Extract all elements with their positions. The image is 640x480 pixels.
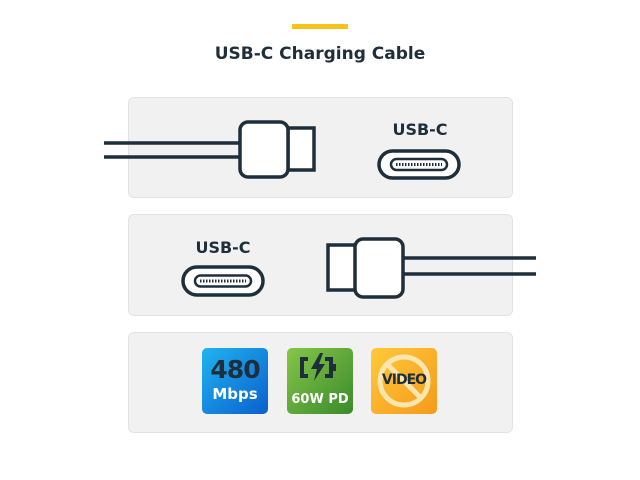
video-label: VIDEO [381,372,427,388]
panel-cable-end-1 [128,97,513,198]
usb-c-plug-icon [104,120,316,179]
accent-bar [292,24,348,29]
panel-cable-end-2 [128,214,513,316]
no-video-icon [377,354,431,408]
speed-unit: Mbps [212,385,258,403]
data-speed-badge: 480 Mbps [202,348,268,414]
speed-value: 480 [210,355,260,384]
page-title: USB-C Charging Cable [214,44,426,64]
no-video-badge: VIDEO [371,348,437,414]
usb-c-port-icon [377,149,461,180]
battery-charging-icon [300,353,336,381]
usb-c-plug-icon [326,237,536,299]
usb-c-port-icon [181,265,265,297]
power-label: 60W PD [291,392,349,407]
connector-label: USB-C [392,120,448,139]
power-delivery-badge: 60W PD [287,348,353,414]
connector-label: USB-C [195,238,251,257]
